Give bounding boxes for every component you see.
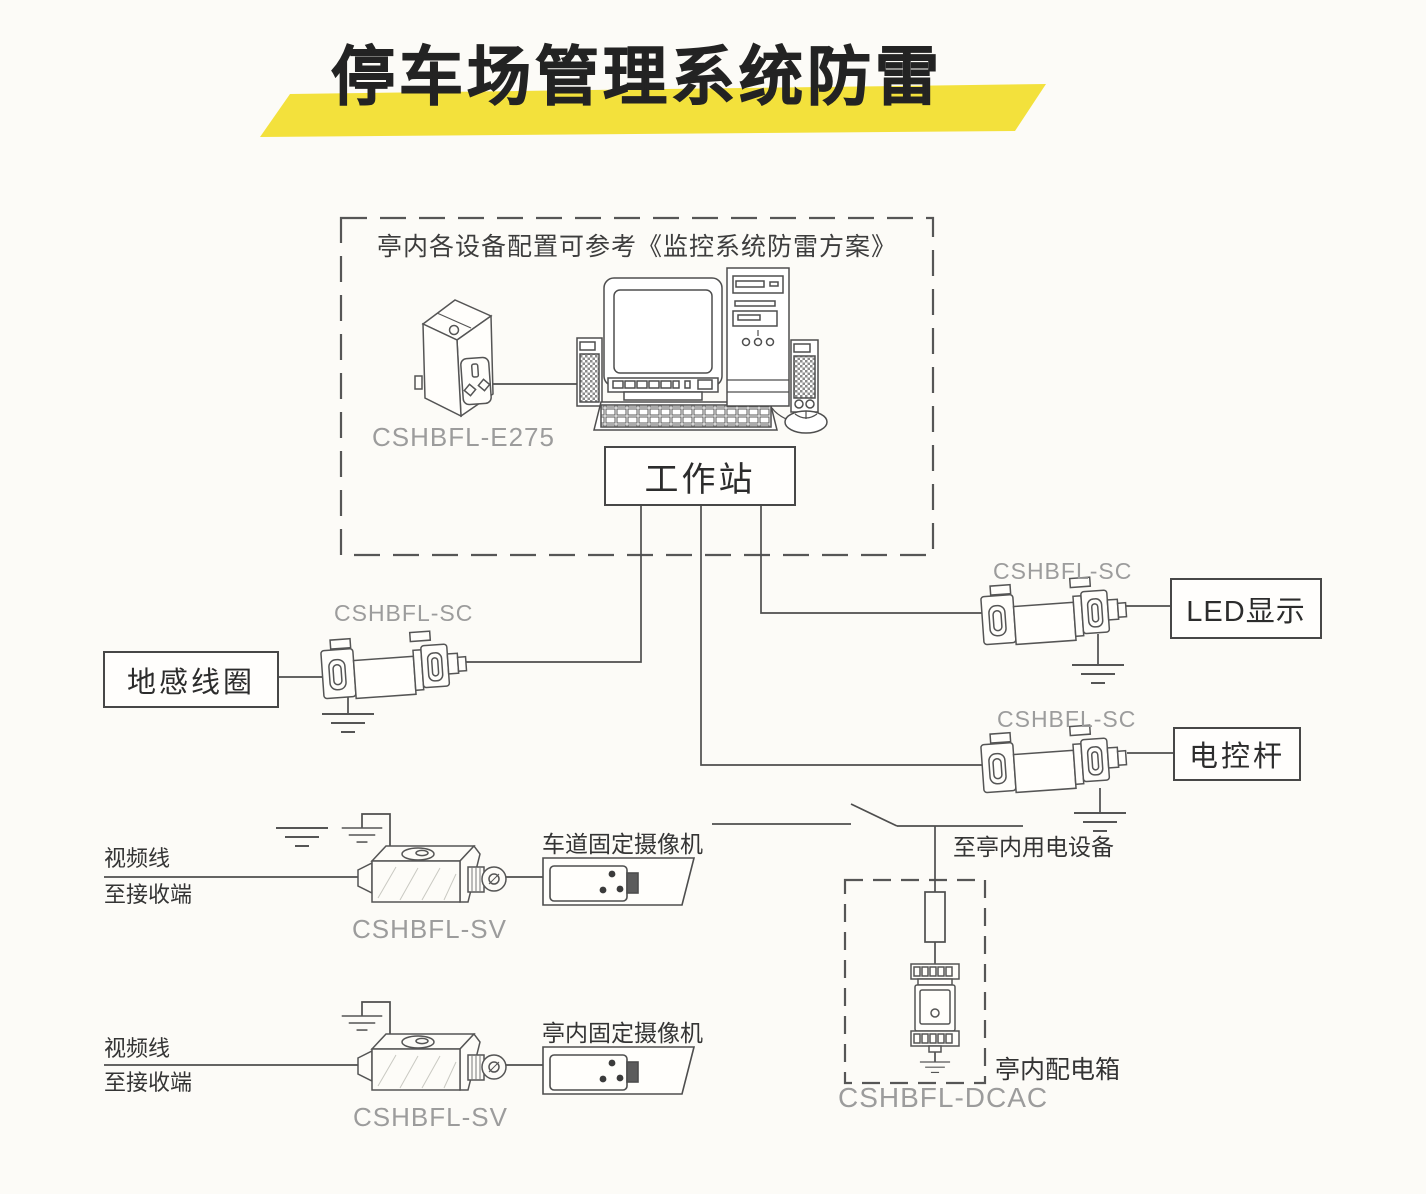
loop-coil-label: 地感线圈 <box>126 666 255 699</box>
video-line-lane-label: 视频线 <box>104 846 171 871</box>
power-box-dashed-box <box>843 878 987 1085</box>
ground-symbol-led-spd <box>1071 664 1125 684</box>
switch-blade <box>850 803 898 827</box>
to-receiver-booth-label: 至接收端 <box>104 1070 193 1095</box>
barrier-pole-label: 电控杆 <box>1188 741 1285 773</box>
acdc-spd-model-label: CSHBFL-DCAC <box>838 1082 1049 1113</box>
booth-camera-illustration <box>542 1046 695 1095</box>
video-line-booth-label: 视频线 <box>104 1036 171 1061</box>
workstation-label: 工作站 <box>644 460 756 499</box>
power-spd-model-label: CSHBFL-E275 <box>372 422 555 452</box>
booth-power-box-label: 亭内配电箱 <box>995 1056 1121 1084</box>
booth-note: 亭内各设备配置可参考《监控系统防雷方案》 <box>376 233 897 261</box>
signal-spd-barrier-illustration <box>979 722 1129 796</box>
signal-spd-barrier-model-label: CSHBFL-SC <box>997 706 1137 732</box>
to-booth-loads-label: 至亭内用电设备 <box>953 834 1114 860</box>
signal-spd-coil-illustration <box>319 628 469 702</box>
ground-symbol-coil-spd <box>321 713 375 733</box>
power-spd-illustration <box>414 299 494 418</box>
to-receiver-lane-label: 至接收端 <box>104 882 193 907</box>
video-spd-booth-model-label: CSHBFL-SV <box>353 1102 508 1132</box>
led-display-label: LED显示 <box>1186 595 1306 628</box>
workstation-computer-illustration <box>576 267 828 434</box>
lane-camera-label: 车道固定摄像机 <box>542 831 703 857</box>
wire-ws-to-barrier-spd <box>700 502 983 766</box>
ground-symbol-dcac <box>919 1061 951 1074</box>
fuse-symbol <box>924 891 946 943</box>
wire-booth-spd-groundlink <box>361 1001 391 1038</box>
led-display-box: LED显示 <box>1170 578 1322 639</box>
barrier-pole-box: 电控杆 <box>1173 727 1301 781</box>
video-spd-lane-illustration <box>357 845 507 903</box>
signal-spd-led-model-label: CSHBFL-SC <box>993 558 1133 584</box>
video-spd-booth-illustration <box>357 1033 507 1091</box>
acdc-spd-illustration <box>910 963 960 1053</box>
wire-lane-spd-groundlink <box>361 813 391 850</box>
ground-symbol-lane-spd <box>340 827 384 843</box>
loop-coil-box: 地感线圈 <box>103 651 279 708</box>
title-highlight-band <box>260 84 1046 137</box>
wire-ws-to-coil-spd <box>462 502 642 663</box>
lane-camera-illustration <box>542 857 695 906</box>
ground-symbol-lane-spd <box>275 827 329 847</box>
ground-symbol-booth-spd <box>340 1015 384 1031</box>
page-title: 停车场管理系统防雷 <box>331 41 943 114</box>
booth-dashed-box <box>339 216 935 557</box>
signal-spd-led-illustration <box>979 574 1129 648</box>
workstation-box: 工作站 <box>604 446 796 506</box>
wire-ws-to-led-spd <box>760 502 983 614</box>
video-spd-lane-model-label: CSHBFL-SV <box>352 914 507 944</box>
signal-spd-coil-model-label: CSHBFL-SC <box>334 600 474 626</box>
wires <box>104 383 1173 1066</box>
booth-camera-label: 亭内固定摄像机 <box>542 1020 703 1046</box>
ground-symbol-barrier-spd <box>1073 812 1127 832</box>
